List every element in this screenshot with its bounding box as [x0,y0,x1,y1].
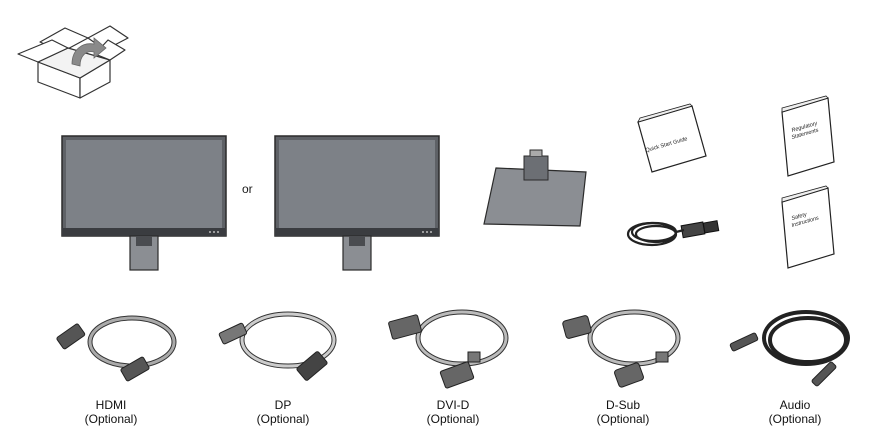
dp-optional: (Optional) [256,412,310,426]
audio-label: Audio (Optional) [740,398,850,426]
dsub-label: D-Sub (Optional) [568,398,678,426]
hdmi-name: HDMI [95,398,127,412]
open-box-icon [10,20,130,100]
audio-name: Audio [779,398,811,412]
monitor-2 [274,135,441,272]
dvi-name: DVI-D [436,398,470,412]
monitor-base [480,149,592,230]
dsub-cable-icon [558,298,688,392]
hdmi-optional: (Optional) [84,412,138,426]
safety-label-line1: Safety [791,212,809,222]
regulatory-statements-booklet: Regulatory Statements [780,95,836,178]
monitor-1 [61,135,228,272]
dsub-optional: (Optional) [596,412,650,426]
dp-name: DP [274,398,292,412]
quick-start-guide-booklet: Quick Start Guide [636,103,708,174]
hdmi-cable-icon [52,300,182,390]
dsub-name: D-Sub [605,398,640,412]
dvi-cable-icon [386,298,516,392]
audio-cable-icon [726,300,856,392]
dp-label: DP (Optional) [228,398,338,426]
safety-instructions-booklet: Safety Instructions [780,185,836,270]
audio-optional: (Optional) [768,412,822,426]
dvi-optional: (Optional) [426,412,480,426]
hdmi-label: HDMI (Optional) [56,398,166,426]
or-text: or [242,182,253,196]
power-cord-icon [622,212,722,252]
dp-cable-icon [218,302,348,392]
dvi-label: DVI-D (Optional) [398,398,508,426]
